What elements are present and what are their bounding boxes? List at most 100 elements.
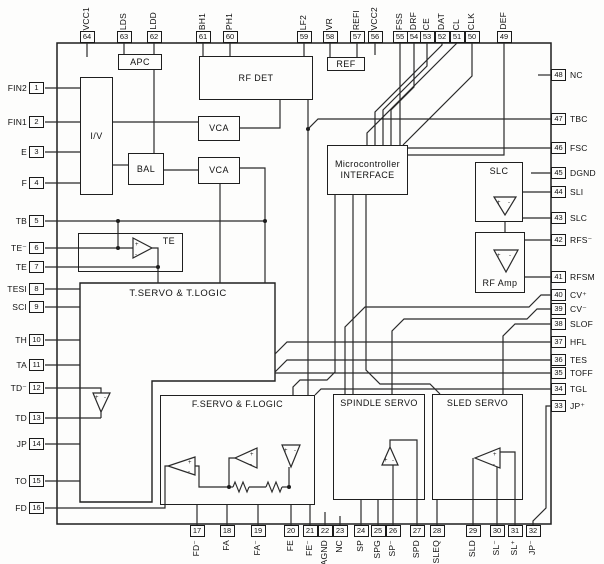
fservo-opamp1-icon <box>166 456 196 476</box>
pin-57-label: REFI <box>351 9 361 30</box>
pin-61-label: BH1 <box>197 12 207 30</box>
pin-19-box: 19 <box>250 525 266 537</box>
pin-35-box: 35 <box>551 367 566 379</box>
spindle-opamp-icon <box>381 445 399 466</box>
pin-20-label: FE <box>285 540 295 552</box>
svg-text:+: + <box>135 242 139 248</box>
fservo-block: F.SERVO & F.LOGIC <box>160 395 315 505</box>
pin-23-label: NC <box>334 540 344 553</box>
pin-48-box: 48 <box>551 69 566 81</box>
pin-56-label: VCC2 <box>369 6 379 30</box>
pin-16-label: FD <box>15 503 27 513</box>
pin-28-box: 28 <box>429 525 445 537</box>
pin-37-box: 37 <box>551 336 566 348</box>
pin-47-box: 47 <box>551 113 566 125</box>
sled-opamp-icon <box>473 447 501 469</box>
pin-22-box: 22 <box>317 525 333 537</box>
pin-34-label: TGL <box>570 384 588 394</box>
pin-30-box: 30 <box>489 525 505 537</box>
pin-17-label: FD⁻ <box>191 540 201 557</box>
pin-58-label: VR <box>324 17 334 30</box>
pin-51-box: 51 <box>449 31 465 43</box>
svg-text:+: + <box>384 458 388 464</box>
te-block: TE <box>78 233 183 272</box>
pin-55-box: 55 <box>392 31 408 43</box>
pin-60-box: 60 <box>222 31 238 43</box>
svg-text:-: - <box>508 200 510 206</box>
spindle-block-label: SPINDLE SERVO <box>340 398 418 408</box>
slc-block: SLC <box>475 162 523 222</box>
pin-21-label: FE⁻ <box>304 540 314 556</box>
pin-10-box: 10 <box>29 334 44 346</box>
opamp-signs: +- +- +- +- +- +- +- +- +- <box>95 200 511 475</box>
pin-14-label: JP <box>16 439 27 449</box>
fservo-block-label: F.SERVO & F.LOGIC <box>191 399 284 409</box>
pin-10-label: TH <box>15 335 27 345</box>
iv-block-label: I/V <box>90 130 103 141</box>
rfamp-block-label: RF Amp <box>482 278 518 289</box>
te-opamp-icon <box>132 237 154 259</box>
spindle-block: SPINDLE SERVO <box>333 394 425 500</box>
pin-50-label: CLK <box>466 12 476 30</box>
pin-43-label: SLC <box>570 213 588 223</box>
pin-34-box: 34 <box>551 383 566 395</box>
pin-47-label: TBC <box>570 114 588 124</box>
pin-64-box: 64 <box>79 31 95 43</box>
pin-21-box: 21 <box>302 525 318 537</box>
svg-text:-: - <box>294 448 296 454</box>
svg-text:+: + <box>493 452 497 458</box>
pin-11-box: 11 <box>29 359 44 371</box>
pin-25-label: SPG <box>372 540 382 559</box>
pin-55-label: FSS <box>394 12 404 30</box>
svg-text:-: - <box>104 395 106 401</box>
pin-32-box: 32 <box>525 525 541 537</box>
pin-46-label: FSC <box>570 143 588 153</box>
svg-text:-: - <box>250 462 252 468</box>
pin-35-label: TOFF <box>570 368 593 378</box>
bal-block: BAL <box>128 153 164 185</box>
pin-63-label: LDS <box>118 12 128 30</box>
pin-39-box: 39 <box>551 303 566 315</box>
pin-49-box: 49 <box>496 31 512 43</box>
pin-32-label: JP⁻ <box>527 540 537 556</box>
pin-20-box: 20 <box>283 525 299 537</box>
pin-22-label: AGND <box>319 540 329 564</box>
pin-12-label: TD⁻ <box>10 383 27 393</box>
pin-38-box: 38 <box>551 318 566 330</box>
tservo-block-label: T.SERVO & T.LOGIC <box>129 288 227 299</box>
pin-27-box: 27 <box>409 525 425 537</box>
pin-48-label: NC <box>570 70 583 80</box>
rfdet-block-label: RF DET <box>238 72 274 83</box>
wires <box>45 42 551 525</box>
svg-text:-: - <box>188 469 190 475</box>
pin-3-box: 3 <box>29 146 44 158</box>
pin-28-label: SLEQ <box>431 540 441 564</box>
pin-42-label: RFS⁻ <box>570 235 593 245</box>
pin-15-box: 15 <box>29 475 44 487</box>
opamp-symbols <box>92 196 520 476</box>
pin-38-label: SLOF <box>570 319 594 329</box>
pin-45-box: 45 <box>551 167 566 179</box>
pin-9-label: SCI <box>12 302 27 312</box>
pin-25-box: 25 <box>370 525 386 537</box>
pin-7-label: TE <box>15 262 27 272</box>
pin-62-label: LDD <box>148 12 158 30</box>
pin-45-label: DGND <box>570 168 596 178</box>
svg-text:-: - <box>135 252 137 258</box>
pin-49-label: DEF <box>498 12 508 30</box>
pin-17-box: 17 <box>189 525 205 537</box>
fservo-opamp3-icon <box>281 444 301 469</box>
pin-42-box: 42 <box>551 234 566 246</box>
pin-56-box: 56 <box>367 31 383 43</box>
rfamp-opamp-icon <box>492 249 520 274</box>
pin-12-box: 12 <box>29 382 44 394</box>
pin-31-box: 31 <box>507 525 523 537</box>
pin-24-label: SP <box>355 540 365 552</box>
pin-9-box: 9 <box>29 301 44 313</box>
pin-1-label: FIN2 <box>7 83 27 93</box>
pin-59-label: LF2 <box>298 14 308 30</box>
pin-29-label: SLD <box>467 540 477 558</box>
rfamp-block: RF Amp <box>475 232 525 293</box>
